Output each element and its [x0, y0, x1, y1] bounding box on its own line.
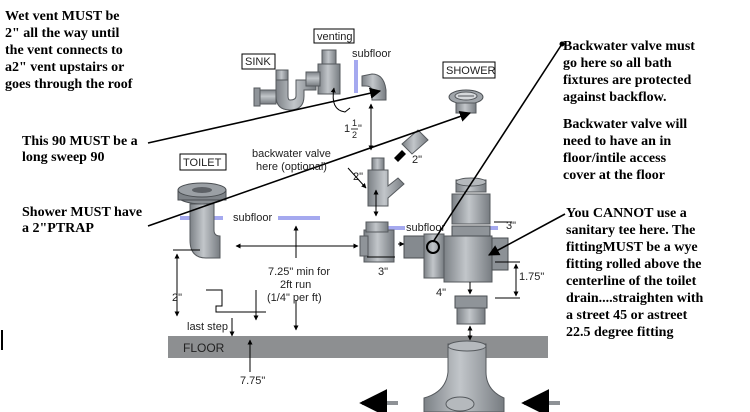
svg-text:2": 2"	[412, 154, 422, 166]
svg-text:goes through the roof: goes through the roof	[5, 77, 133, 92]
dim-one-75: 1.75"	[495, 261, 544, 299]
shower-label: SHOWER	[446, 65, 496, 77]
arrow-backwater-optional	[347, 167, 367, 189]
svg-text:fixtures are protected: fixtures are protected	[563, 73, 692, 88]
note-access-cover: Backwater valve will need to have an in …	[563, 117, 687, 183]
subfloor-label-left: subfloor	[233, 212, 272, 224]
svg-text:go here so all bath: go here so all bath	[563, 56, 672, 71]
backwater-optional-line1: backwater valve	[252, 148, 331, 160]
svg-text:a2" vent upstairs or: a2" vent upstairs or	[5, 60, 124, 75]
svg-text:Backwater valve will: Backwater valve will	[563, 117, 687, 132]
coupling-4in	[454, 295, 488, 325]
svg-text:1: 1	[344, 123, 350, 135]
svg-text:cover at the floor: cover at the floor	[563, 168, 665, 183]
svg-text:You CANNOT use a: You CANNOT use a	[566, 206, 687, 221]
svg-text:floor/intile access: floor/intile access	[563, 151, 667, 166]
main-wye	[443, 177, 509, 283]
closet-bend	[189, 203, 221, 259]
svg-text:": "	[358, 123, 362, 135]
svg-text:fitting rolled above the: fitting rolled above the	[566, 257, 701, 272]
note-wet-vent: Wet vent MUST be 2" all the way until th…	[5, 9, 133, 92]
dim-three-tee: 3"	[378, 266, 388, 278]
svg-text:a 2"PTRAP: a 2"PTRAP	[22, 221, 94, 236]
svg-text:2": 2"	[172, 292, 182, 304]
svg-text:fittingMUST be a wye: fittingMUST be a wye	[566, 240, 698, 255]
svg-text:long sweep 90: long sweep 90	[22, 150, 104, 165]
note-shower-ptrap: Shower MUST have a 2"PTRAP	[22, 205, 142, 236]
vent-tee	[305, 49, 341, 95]
svg-text:1.75": 1.75"	[519, 271, 544, 283]
svg-text:need to have an in: need to have an in	[563, 134, 671, 149]
arrow-shower-ptrap	[147, 111, 472, 227]
svg-text:Wet vent MUST be: Wet vent MUST be	[5, 9, 119, 24]
svg-text:drain....straighten with: drain....straighten with	[566, 291, 704, 306]
svg-text:against backflow.: against backflow.	[563, 90, 666, 105]
svg-text:2: 2	[352, 130, 357, 140]
svg-text:7.75": 7.75"	[240, 375, 265, 387]
subfloor-label-top: subfloor	[352, 48, 391, 60]
last-step-indicator: last step	[187, 289, 266, 337]
note-long-sweep: This 90 MUST be a long sweep 90	[22, 134, 138, 165]
floor-label: FLOOR	[183, 341, 225, 355]
floor-slab	[168, 336, 548, 358]
long-sweep-90	[361, 73, 387, 101]
svg-text:22.5 degree fitting: 22.5 degree fitting	[566, 325, 673, 340]
backwater-optional-line2: here (optional)	[256, 161, 327, 173]
toilet-label: TOILET	[183, 157, 222, 169]
sink-label: SINK	[245, 56, 271, 68]
svg-text:last step: last step	[187, 321, 228, 333]
backwater-valve-body	[403, 233, 445, 279]
note-no-sanitary-tee: You CANNOT use a sanitary tee here. The …	[566, 206, 704, 340]
svg-text:sanitary tee here. The: sanitary tee here. The	[566, 223, 695, 238]
toilet-flange	[177, 182, 227, 205]
dim-two-diag: 2"	[394, 150, 422, 166]
arrow-long-sweep	[147, 87, 382, 144]
arrow-backwater-location	[432, 43, 563, 243]
subfloor-label-right: subfloor	[406, 222, 445, 234]
svg-text:Shower MUST have: Shower MUST have	[22, 205, 142, 220]
shower-trap-elbow	[401, 129, 429, 155]
svg-text:2ft run: 2ft run	[280, 279, 311, 291]
svg-text:This 90 MUST be a: This 90 MUST be a	[22, 134, 138, 149]
svg-text:(1/4" per ft): (1/4" per ft)	[267, 292, 322, 304]
wye-fitting	[367, 157, 405, 207]
dim-four-inch: 4"	[436, 287, 446, 299]
venting-label: venting	[317, 31, 352, 43]
note-backwater-location: Backwater valve must go here so all bath…	[563, 39, 695, 105]
svg-text:1: 1	[352, 118, 357, 128]
svg-text:centerline of the toilet: centerline of the toilet	[566, 274, 697, 289]
svg-text:a street 45 or astreet: a street 45 or astreet	[566, 308, 688, 323]
arrow-no-sanitary-tee	[488, 213, 566, 256]
sink-curved-arrow	[330, 87, 351, 113]
min-run-label: 7.25" min for 2ft run (1/4" per ft)	[267, 266, 330, 304]
dim-two-wye: 2"	[353, 171, 363, 183]
dim-three-right: 3"	[506, 220, 516, 232]
svg-text:7.25" min for: 7.25" min for	[268, 266, 330, 278]
svg-text:2" all the way until: 2" all the way until	[5, 26, 119, 41]
svg-text:Backwater valve must: Backwater valve must	[563, 39, 695, 54]
shower-drain	[448, 89, 484, 114]
lower-wye-fitting	[423, 340, 505, 412]
svg-text:the vent connects to: the vent connects to	[5, 43, 123, 58]
dim-one-half: 1 1 2 "	[344, 103, 374, 151]
